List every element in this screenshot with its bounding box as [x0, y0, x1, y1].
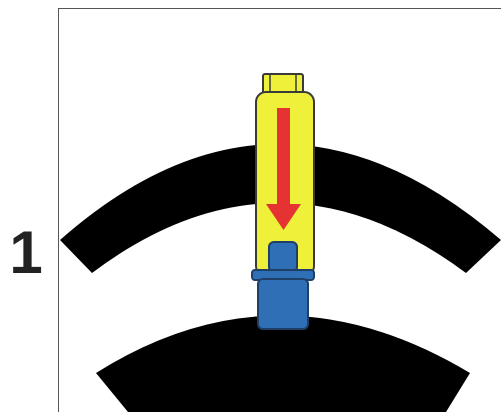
- plunger-tip: [269, 242, 297, 272]
- diagram-svg: [58, 8, 501, 412]
- plunger-stem: [258, 279, 308, 329]
- step-number: 1: [4, 218, 48, 288]
- diagram-frame: [58, 8, 501, 412]
